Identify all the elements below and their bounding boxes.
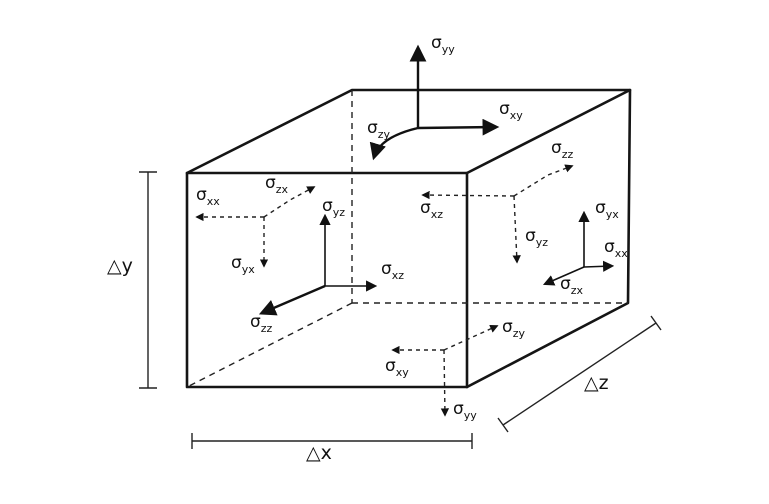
label-right-xx: σxx	[604, 237, 628, 260]
label-right-yz: σyz	[525, 226, 548, 249]
top-zy-arrow	[369, 126, 419, 161]
bottom-yy-arrow	[440, 349, 450, 417]
label-front-yz: σyz	[322, 196, 345, 219]
label-left-zx: σzx	[265, 173, 289, 196]
dz-label: △z	[584, 372, 609, 394]
label-top-zy: σzy	[367, 118, 391, 141]
dz-dimension-line	[502, 322, 657, 426]
dx-label: △x	[306, 442, 332, 464]
label-bottom-yy: σyy	[453, 399, 477, 422]
right-xz-arrow	[421, 190, 515, 200]
right-zz-arrow	[513, 164, 574, 197]
dy-label: △y	[107, 255, 133, 277]
left-zx-arrow	[263, 186, 316, 218]
right-face-stresses	[421, 164, 615, 286]
top-xy-arrow	[417, 118, 500, 136]
left-face-stresses	[195, 186, 316, 268]
label-right-zx: σzx	[560, 274, 584, 297]
bottom-face-stresses	[391, 324, 499, 417]
label-left-xx: σxx	[196, 185, 220, 208]
label-bottom-xy: σxy	[385, 356, 409, 379]
front-face-stresses	[258, 213, 378, 316]
top-face-edge	[185, 88, 632, 175]
label-bottom-zy: σzy	[502, 317, 526, 340]
bottom-zy-arrow	[443, 324, 499, 351]
label-front-zz: σzz	[250, 312, 273, 335]
top-face-stresses	[369, 44, 500, 161]
label-top-xy: σxy	[499, 99, 523, 122]
label-front-xz: σxz	[381, 259, 404, 282]
dimension-lines	[139, 171, 662, 449]
stress-labels: σyy σxy σzy σzz σxz σyz σyx σxx σzx σxx …	[196, 33, 628, 422]
right-xx-arrow	[583, 260, 615, 272]
right-zx-arrow	[542, 266, 585, 286]
label-left-yx: σyx	[231, 253, 255, 276]
label-right-xz: σxz	[420, 198, 443, 221]
hidden-depth-edge	[186, 302, 353, 388]
label-right-zz: σzz	[551, 138, 574, 161]
label-right-yx: σyx	[595, 198, 619, 221]
cube-hidden-edges	[186, 90, 628, 388]
front-zz-arrow	[258, 284, 326, 316]
label-top-yy: σyy	[431, 33, 455, 56]
right-yz-arrow	[512, 195, 521, 264]
cube-visible-edges	[185, 88, 632, 389]
